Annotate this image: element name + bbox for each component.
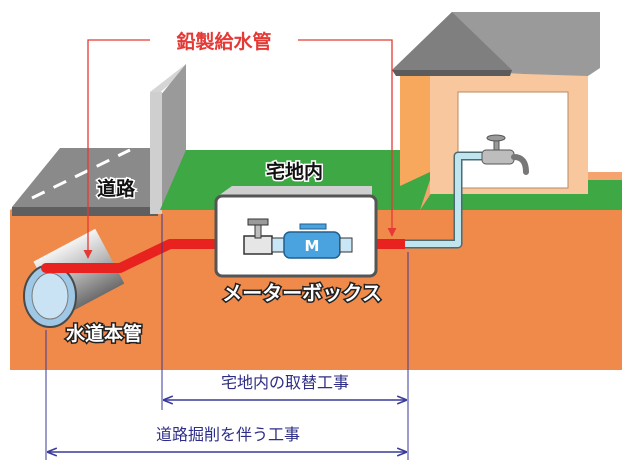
boundary-wall-top xyxy=(150,64,186,96)
house-roof-front xyxy=(392,12,512,70)
lead-pipe xyxy=(41,239,251,273)
service-pipe-inner xyxy=(405,153,482,247)
stop-valve-handle xyxy=(247,218,269,226)
house-roof-edge xyxy=(392,70,512,76)
faucet-spout xyxy=(511,154,529,175)
lead-pipe-bracket-right xyxy=(298,39,397,237)
residential-label: 宅地内 xyxy=(266,160,323,183)
lead-pipe-label: 鉛製給水管 xyxy=(176,30,271,53)
road-label: 道路 xyxy=(97,177,136,200)
residential-work-label: 宅地内の取替工事 xyxy=(221,373,349,392)
meter-box-label: メーターボックス xyxy=(222,281,381,305)
stop-valve-body xyxy=(243,235,273,255)
meter-top-cap xyxy=(299,223,327,230)
water-main-label: 水道本管 xyxy=(66,322,142,345)
lead-pipe-bracket-left xyxy=(83,39,150,259)
house-window xyxy=(457,91,569,189)
road-work-label: 道路掘削を伴う工事 xyxy=(156,425,300,444)
boundary-wall-front xyxy=(150,92,162,214)
meter-connector-left xyxy=(271,237,285,253)
road-edge xyxy=(12,207,158,216)
meter-box-rim xyxy=(218,186,372,196)
faucet-handle-top xyxy=(486,134,506,142)
meter-connector-right xyxy=(339,237,353,253)
meter-symbol: M xyxy=(305,237,320,255)
house-side xyxy=(400,58,430,186)
road-surface xyxy=(12,148,158,207)
stop-valve-stem xyxy=(254,223,262,239)
water-main-bore xyxy=(31,272,69,320)
road-lane-marking xyxy=(31,148,131,200)
faucet-body xyxy=(481,149,515,165)
